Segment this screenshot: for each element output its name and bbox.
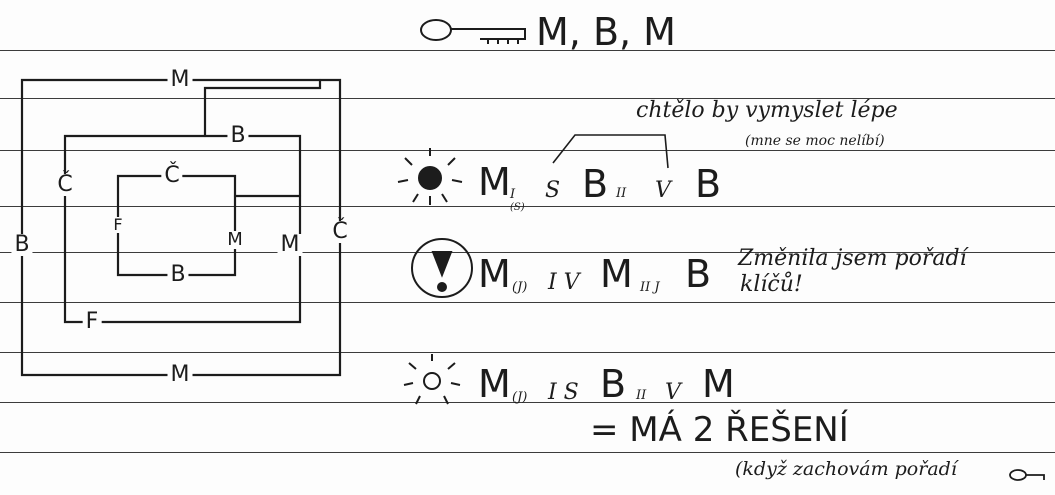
row3-m-sub: (J): [512, 390, 528, 405]
outer-right-label: Č: [329, 221, 351, 243]
ruled-line: [0, 302, 1055, 303]
outer-wall: [20, 78, 342, 377]
row3-b: B: [600, 362, 627, 406]
ruled-line: [0, 452, 1055, 453]
note-bracket: [552, 134, 669, 169]
conclusion-line-2: (když zachovám pořadí: [735, 458, 957, 480]
ruled-line: [0, 150, 1055, 151]
row2-comment-1: Změnila jsem pořadí: [738, 246, 967, 271]
row2-m2: M: [600, 252, 633, 296]
inner-top-label: Č: [161, 165, 183, 187]
row1-m-sub2: (S): [510, 202, 525, 213]
row2-mid-marks: I V: [548, 270, 580, 295]
row3-m: M: [478, 362, 511, 406]
ruled-line: [0, 352, 1055, 353]
row2-comment-2: klíčů!: [740, 272, 803, 297]
second-bottom-label: F: [82, 311, 102, 333]
conclusion-line-1: = MÁ 2 ŘEŠENÍ: [590, 410, 849, 450]
row3-v-mark: V: [665, 380, 681, 405]
second-left-label: Č: [54, 174, 76, 196]
sun-icon: [397, 148, 463, 205]
key-order: M, B, M: [536, 10, 676, 54]
inner-right-label: M: [224, 231, 246, 249]
row3-mid-marks: I S: [548, 380, 579, 405]
hollow-sun-icon: [403, 354, 461, 405]
key-icon-small: [1009, 469, 1045, 481]
row1-last: B: [695, 162, 722, 206]
row2-last: B: [685, 252, 712, 296]
row2-m2-sub: II J: [640, 280, 660, 295]
ruled-line: [0, 252, 1055, 253]
connector-wall: [203, 78, 322, 138]
outer-left-label: B: [11, 234, 33, 256]
second-wall: [63, 134, 302, 324]
outer-bottom-label: M: [167, 364, 193, 386]
exclamation-icon: [411, 238, 473, 298]
second-top-label: B: [227, 125, 249, 147]
ruled-line: [0, 402, 1055, 403]
row2-m-sub: (J): [512, 280, 528, 295]
inner-wall: [116, 174, 237, 277]
second-right-label: M: [277, 234, 303, 256]
row1-v-mark: V: [655, 178, 671, 203]
inner-left-label: F: [110, 217, 126, 233]
ruled-line: [0, 98, 1055, 99]
ruled-line: [0, 50, 1055, 51]
row3-last: M: [702, 362, 735, 406]
row3-b-sub: II: [636, 388, 647, 403]
row1-m-sub: I: [510, 187, 516, 202]
outer-top-label: M: [167, 69, 193, 91]
row1-s-mark: S: [545, 178, 561, 203]
note-line-1: chtělo by vymyslet lépe: [636, 98, 898, 123]
note-line-2: (mne se moc nelíbí): [745, 133, 885, 149]
key-icon: [420, 19, 526, 44]
inner-bottom-label: B: [167, 264, 189, 286]
ruled-line: [0, 206, 1055, 207]
row2-m: M: [478, 252, 511, 296]
row1-b-sub: II: [616, 186, 627, 201]
row1-m: M: [478, 160, 511, 204]
row1-b: B: [582, 162, 609, 206]
